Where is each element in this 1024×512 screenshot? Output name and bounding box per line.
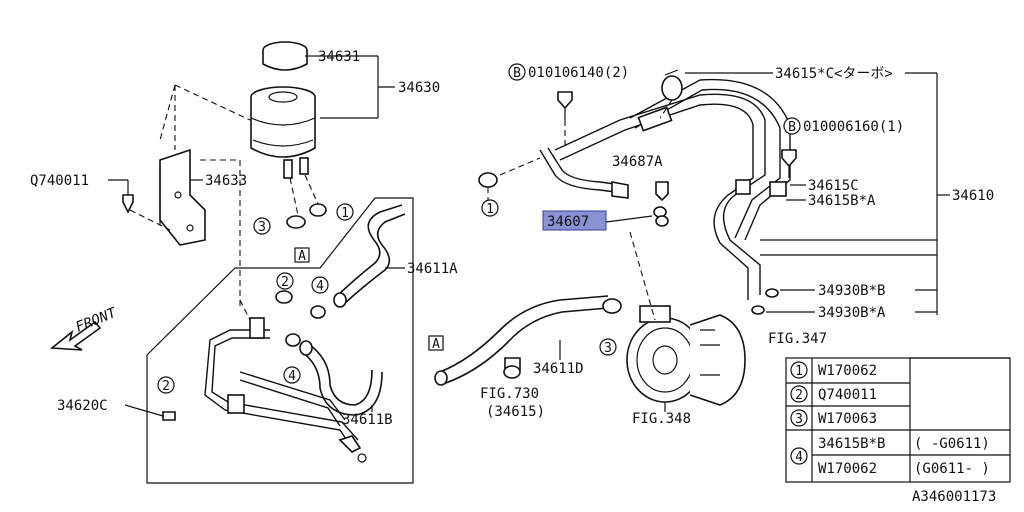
symbol-4-lower: 4 — [283, 366, 301, 384]
legend-table: 1 W170062 2 Q740011 3 W170063 4 34615B*B… — [785, 357, 1011, 483]
pressure-line-34610 — [554, 78, 791, 315]
reference-lines-reservoir — [129, 84, 319, 310]
svg-text:4: 4 — [316, 279, 324, 294]
label-fig730: FIG.730 — [480, 386, 539, 402]
svg-text:3: 3 — [604, 341, 612, 356]
label-34620c: 34620C — [57, 398, 108, 414]
symbol-1-pipe: 1 — [481, 199, 499, 217]
label-010106140: 010106140(2) — [528, 65, 629, 81]
power-steering-pump — [626, 231, 746, 406]
label-34930b-b: 34930B*B — [818, 283, 885, 299]
hose-34611a — [333, 204, 406, 308]
bolt-q740011 — [122, 188, 134, 214]
svg-text:B: B — [788, 120, 796, 135]
leader-lines — [108, 55, 950, 417]
label-fig730-sub: (34615) — [486, 404, 545, 420]
legend-part-4b: W170062 — [818, 461, 877, 477]
label-34615c-turbo: 34615*C<ターボ> — [775, 66, 893, 82]
legend-part-1: W170062 — [818, 363, 877, 379]
svg-text:3: 3 — [258, 220, 266, 235]
label-34630: 34630 — [398, 80, 440, 96]
part-labels: 34631 34630 Q740011 34633 010106140(2) 3… — [30, 49, 996, 505]
svg-text:A: A — [432, 337, 440, 352]
svg-text:2: 2 — [795, 388, 803, 403]
symbol-callouts: 1 3 1 2 4 4 2 3 B B — [157, 63, 801, 394]
label-34615c: 34615C — [808, 178, 859, 194]
svg-text:2: 2 — [281, 275, 289, 290]
bolt-symbol-b-2: B — [783, 117, 801, 135]
cooler-pipe-34620c — [204, 317, 367, 463]
clamp-fig730 — [478, 157, 541, 379]
svg-text:1: 1 — [795, 364, 803, 379]
highlight-34607 — [542, 210, 607, 231]
svg-text:2: 2 — [162, 379, 170, 394]
label-fig347: FIG.347 — [768, 331, 827, 347]
label-010006160: 010006160(1) — [803, 119, 904, 135]
bolt-34687a — [539, 147, 669, 227]
group-outline — [146, 197, 414, 484]
symbol-2-upper: 2 — [276, 272, 294, 290]
svg-text:1: 1 — [341, 206, 349, 221]
clamp-ring-34615c-turbo — [659, 69, 683, 119]
label-34611d: 34611D — [533, 361, 584, 377]
label-34615b-a: 34615B*A — [808, 193, 876, 209]
legend-part-3: W170063 — [818, 411, 877, 427]
hose-34611d — [434, 295, 622, 386]
legend-part-4a: 34615B*B — [818, 436, 885, 452]
bracket-34633 — [159, 148, 206, 246]
legend-range-4b: (G0611- ) — [914, 461, 990, 477]
label-34611a: 34611A — [407, 261, 458, 277]
label-34607: 34607 — [547, 214, 589, 230]
svg-text:3: 3 — [795, 412, 803, 427]
svg-text:4: 4 — [795, 450, 803, 465]
label-34631: 34631 — [318, 49, 360, 65]
reservoir-assembly — [250, 41, 316, 179]
legend-part-2: Q740011 — [818, 387, 877, 403]
symbol-4-upper: 4 — [311, 276, 329, 294]
svg-text:A: A — [298, 249, 306, 264]
symbol-1-reservoir: 1 — [336, 203, 354, 221]
label-34687a: 34687A — [612, 154, 663, 170]
clamps-group — [162, 290, 326, 421]
svg-text:4: 4 — [288, 369, 296, 384]
hose-34611b — [299, 340, 383, 416]
diagram-code: A346001173 — [912, 489, 996, 505]
symbol-3-reservoir: 3 — [253, 217, 271, 235]
label-34633: 34633 — [205, 173, 247, 189]
bolt-symbol-b-1: B — [508, 63, 526, 81]
label-34611b: 34611B — [342, 412, 393, 428]
svg-text:1: 1 — [486, 202, 494, 217]
symbol-2-cooler: 2 — [157, 376, 175, 394]
legend-range-4a: ( -G0611) — [914, 436, 990, 452]
label-34930b-a: 34930B*A — [818, 305, 886, 321]
boxed-letters: A A — [294, 247, 444, 352]
label-34610: 34610 — [952, 188, 994, 204]
bolt-010006160 — [781, 149, 797, 178]
label-q740011: Q740011 — [30, 173, 89, 189]
label-fig348: FIG.348 — [632, 411, 691, 427]
svg-text:B: B — [513, 66, 521, 81]
symbol-3-pump: 3 — [599, 338, 617, 356]
front-arrow — [49, 320, 102, 351]
clamps-tank — [286, 203, 327, 229]
bolt-010106140 — [557, 91, 573, 150]
